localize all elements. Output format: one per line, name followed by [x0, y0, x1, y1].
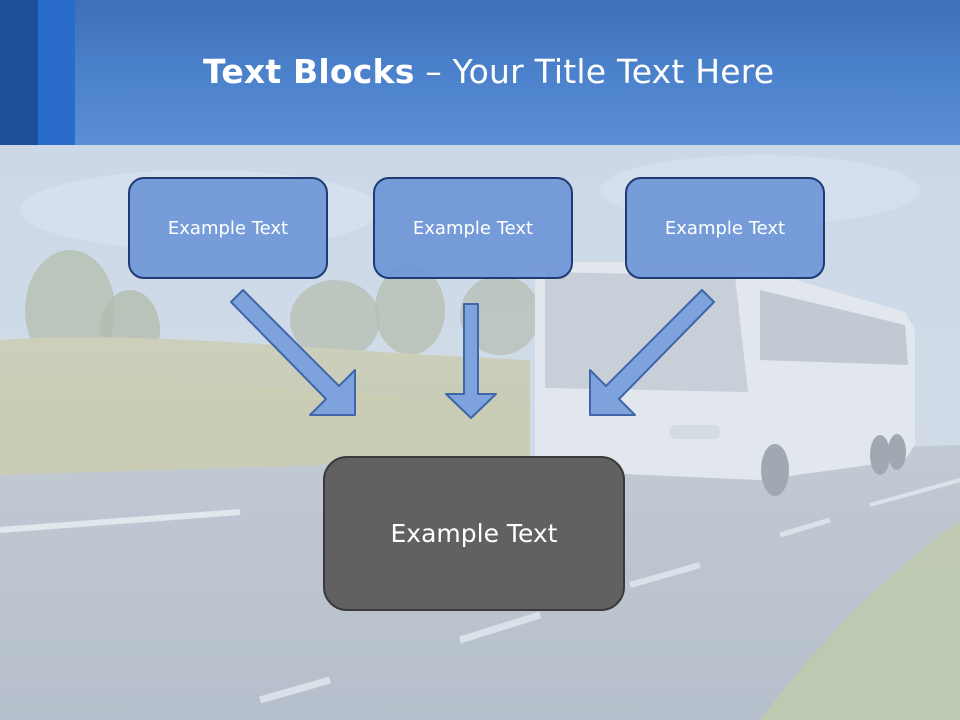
text-block-label: Example Text — [167, 217, 289, 239]
text-block-label: Example Text — [664, 217, 786, 239]
page-title: Text Blocks – Your Title Text Here — [203, 52, 774, 91]
text-block-3[interactable]: Example Text — [625, 177, 825, 279]
header-accent-strip — [0, 0, 38, 145]
title-rest: – Your Title Text Here — [414, 52, 775, 91]
center-text-block-label: Example Text — [390, 519, 558, 548]
header-band: Text Blocks – Your Title Text Here — [0, 0, 960, 145]
header-accent-strip-light — [38, 0, 75, 145]
center-text-block[interactable]: Example Text — [323, 456, 625, 611]
text-block-label: Example Text — [412, 217, 534, 239]
text-block-1[interactable]: Example Text — [128, 177, 328, 279]
text-block-2[interactable]: Example Text — [373, 177, 573, 279]
title-bold: Text Blocks — [203, 52, 415, 91]
